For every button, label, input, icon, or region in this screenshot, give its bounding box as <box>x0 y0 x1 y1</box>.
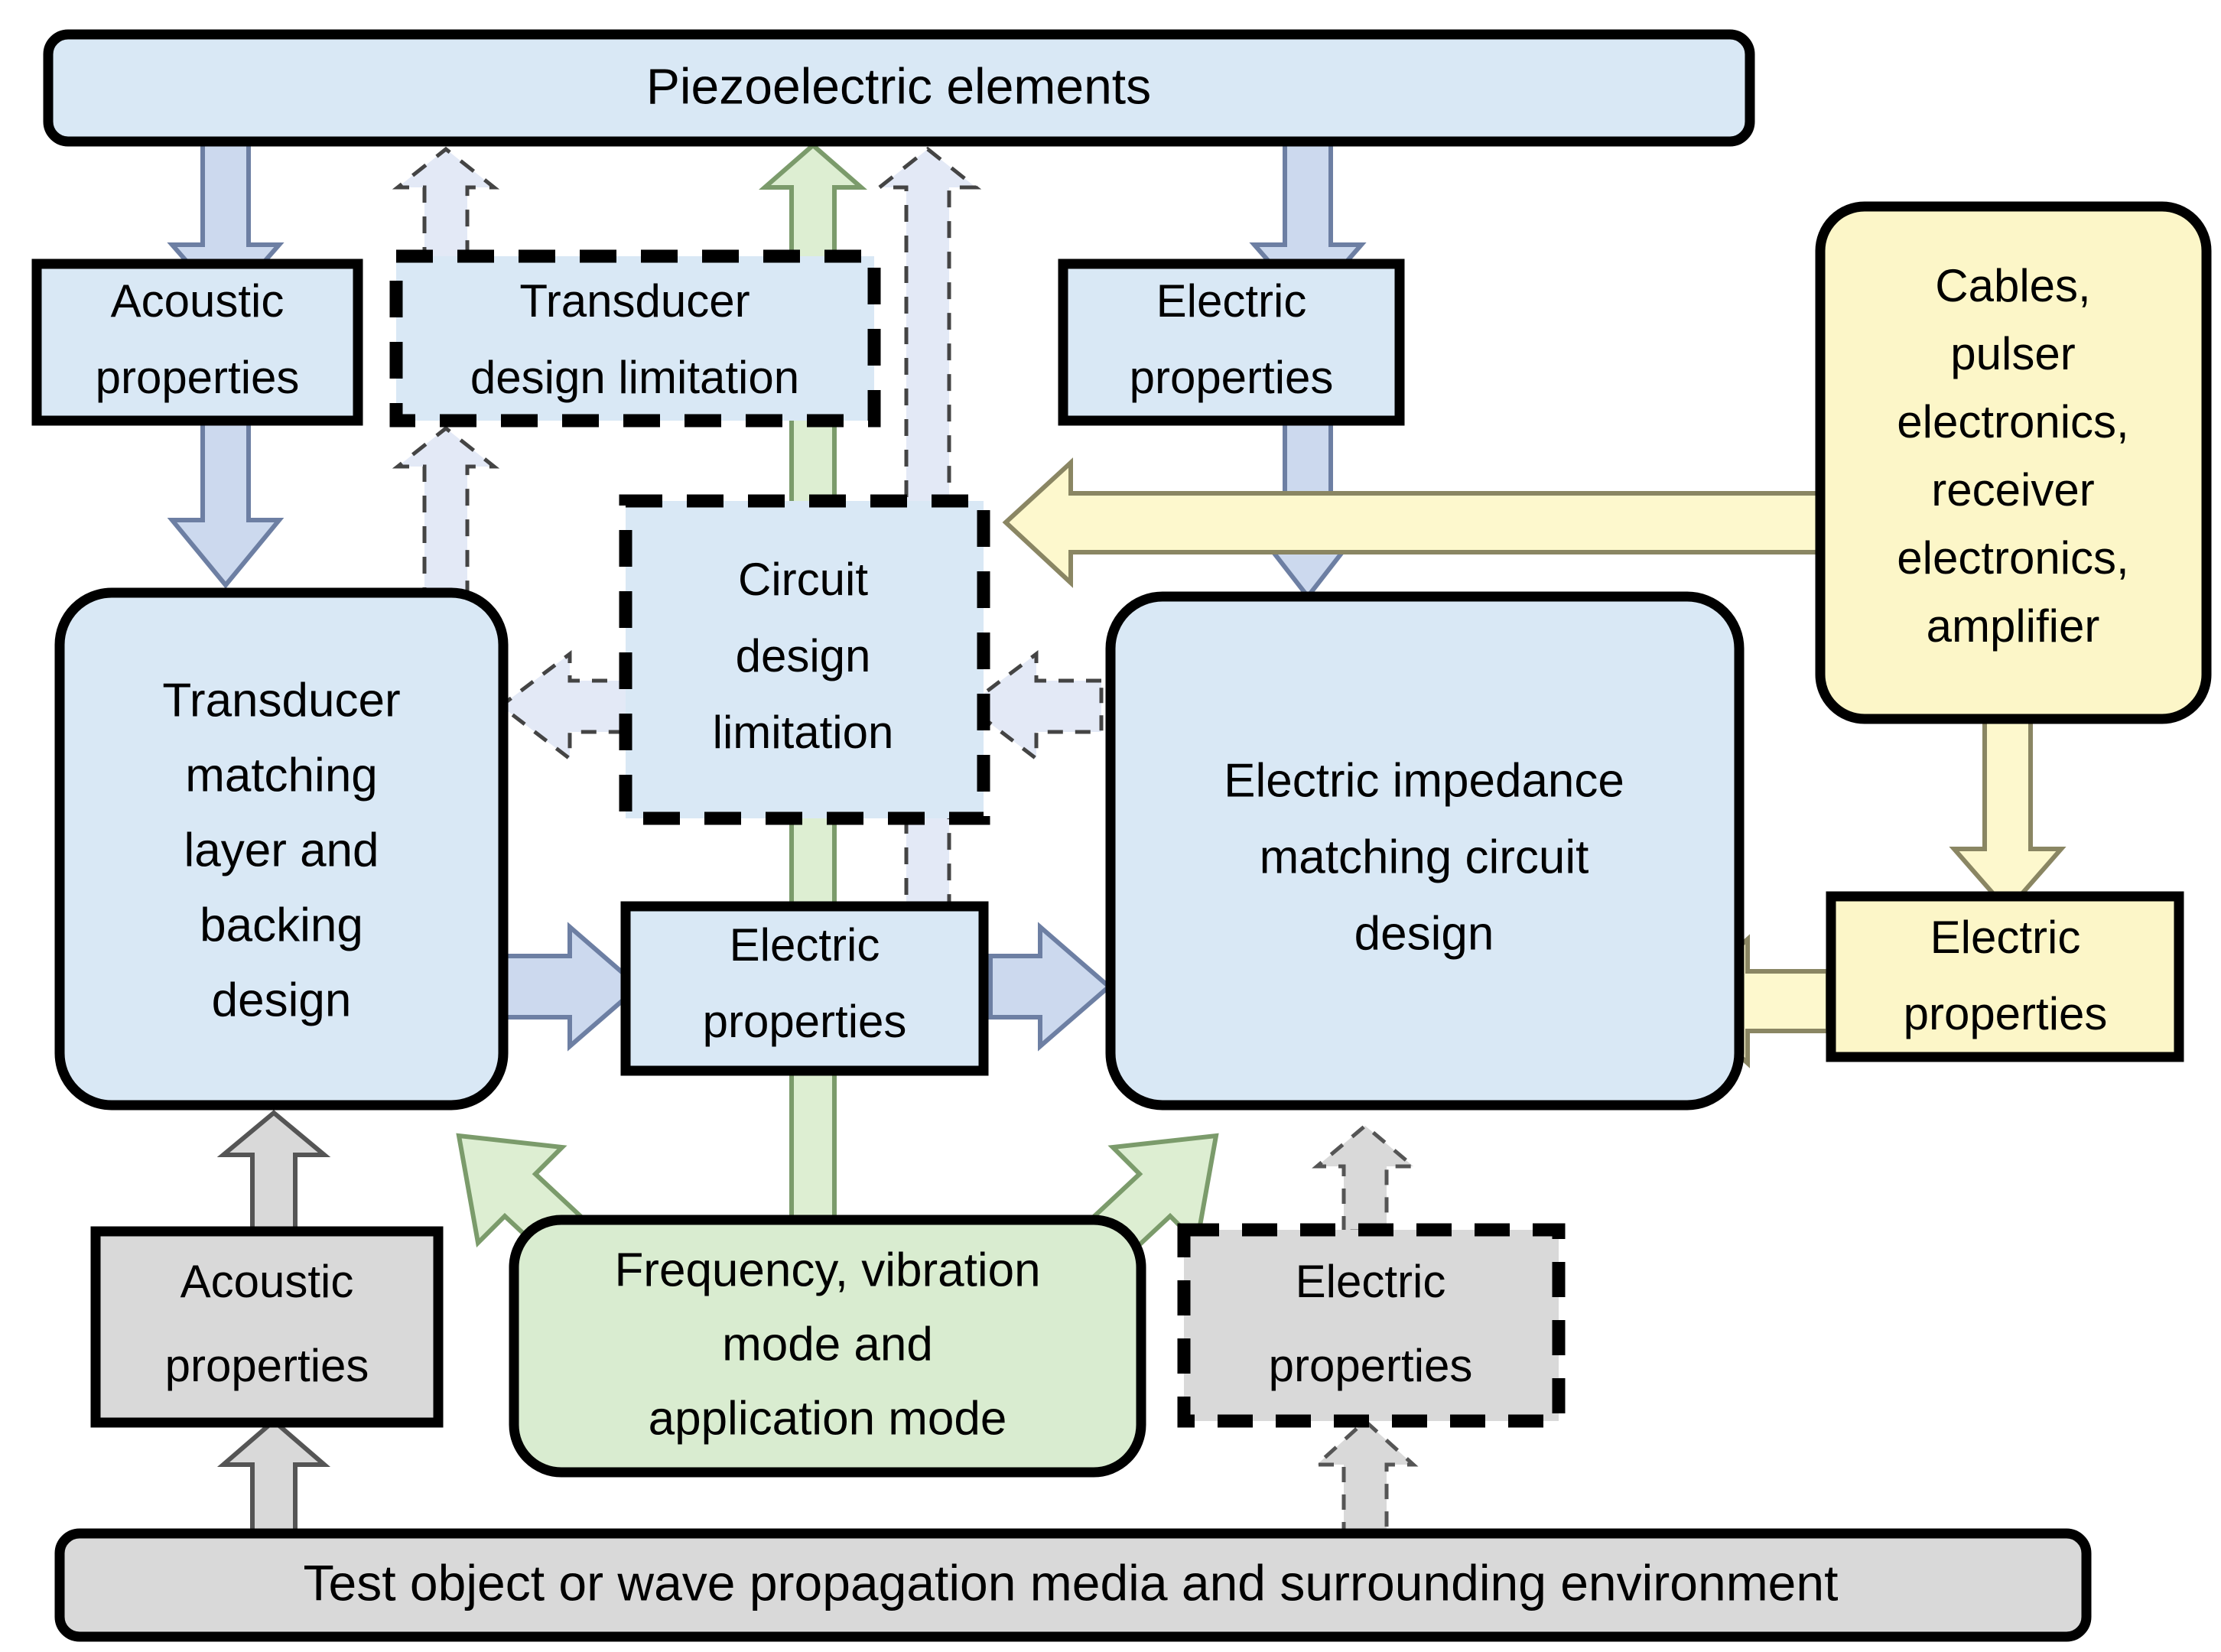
node-acoustic-properties-bottom[interactable]: Acoustic properties <box>90 1226 444 1428</box>
node-frequency-vibration-application-mode[interactable]: Frequency, vibration mode and applicatio… <box>509 1215 1146 1478</box>
node-electric-properties-middle[interactable]: Electric properties <box>620 901 989 1076</box>
frequency-label-line1: Frequency, vibration <box>614 1244 1040 1296</box>
node-test-object-media-environment[interactable]: Test object or wave propagation media an… <box>54 1528 2092 1642</box>
arrow-cables-to-circuit-limitation <box>1002 457 1823 588</box>
test-object-label: Test object or wave propagation media an… <box>304 1554 1839 1611</box>
acoustic-properties-bottom-label-line1: Acoustic <box>180 1256 354 1307</box>
arrow-cables-to-electric-right <box>1949 717 2067 914</box>
node-transducer-matching-layer-backing-design[interactable]: Transducer matching layer and backing de… <box>54 587 509 1111</box>
arrow-acoustic-top-to-transducer-matching <box>167 418 285 589</box>
transducer-matching-label-line4: backing <box>200 899 363 951</box>
frequency-label-line2: mode and <box>722 1318 933 1371</box>
frequency-label-line3: application mode <box>649 1392 1007 1445</box>
circuit-design-limitation-label-line2: design <box>736 630 871 681</box>
electric-properties-right-label-line2: properties <box>1904 988 2108 1039</box>
node-electric-impedance-matching-circuit-design[interactable]: Electric impedance matching circuit desi… <box>1105 591 1745 1111</box>
electric-properties-top-label-line1: Electric <box>1156 275 1307 327</box>
node-cables-pulser-electronics[interactable]: Cables, pulser electronics, receiver ele… <box>1815 201 2212 724</box>
cables-label-line5: electronics, <box>1897 532 2128 584</box>
piezoelectric-elements-label: Piezoelectric elements <box>646 57 1151 114</box>
transducer-matching-label-line1: Transducer <box>162 674 400 727</box>
node-transducer-design-limitation[interactable]: Transducer design limitation <box>389 249 881 428</box>
transducer-design-limitation-label-line2: design limitation <box>470 352 799 403</box>
electric-impedance-label-line2: matching circuit <box>1260 831 1589 883</box>
transducer-matching-label-line2: matching <box>185 749 378 802</box>
electric-properties-top-label-line2: properties <box>1130 352 1334 403</box>
cables-label-line3: electronics, <box>1897 396 2128 447</box>
cables-label-line6: amplifier <box>1927 600 2100 652</box>
circuit-design-limitation-label-line1: Circuit <box>738 554 868 605</box>
arrow-test-object-to-electric-bottom <box>1312 1418 1419 1540</box>
electric-impedance-label-line1: Electric impedance <box>1224 754 1624 807</box>
electric-impedance-label-line3: design <box>1354 907 1494 960</box>
arrow-transducer-limitation-to-piezo <box>392 146 500 266</box>
node-electric-properties-top[interactable]: Electric properties <box>1058 259 1405 426</box>
transducer-matching-label-line5: design <box>212 974 352 1026</box>
arrow-test-object-to-acoustic-bottom <box>216 1418 331 1540</box>
arrow-circuit-limitation-to-transducer-matching <box>497 649 637 763</box>
circuit-design-limitation-label-line3: limitation <box>713 707 894 758</box>
acoustic-properties-top-label-line2: properties <box>96 352 300 403</box>
transducer-design-limitation-label-line1: Transducer <box>519 275 750 327</box>
arrow-transducer-matching-to-electric-mid <box>502 922 642 1052</box>
node-electric-properties-right[interactable]: Electric properties <box>1826 891 2184 1062</box>
electric-properties-right-label-line1: Electric <box>1930 912 2081 963</box>
electric-properties-middle-label-line2: properties <box>703 996 907 1047</box>
node-acoustic-properties-top[interactable]: Acoustic properties <box>31 259 363 426</box>
node-piezoelectric-elements[interactable]: Piezoelectric elements <box>43 29 1755 147</box>
electric-properties-middle-label-line1: Electric <box>730 919 880 971</box>
node-circuit-design-limitation[interactable]: Circuit design limitation <box>619 494 990 825</box>
arrow-transducer-matching-to-limitation <box>392 425 500 606</box>
arrow-electric-bottom-to-impedance <box>1312 1123 1419 1234</box>
cables-label-line2: pulser <box>1950 328 2075 379</box>
node-electric-properties-bottom[interactable]: Electric properties <box>1177 1223 1566 1428</box>
cables-label-line1: Cables, <box>1935 260 2090 311</box>
transducer-matching-label-line3: layer and <box>184 824 379 876</box>
arrow-acoustic-bottom-to-transducer-matching <box>216 1110 331 1234</box>
acoustic-properties-bottom-label-line2: properties <box>165 1340 369 1391</box>
arrow-impedance-to-circuit-limitation <box>964 649 1104 763</box>
cables-label-line4: receiver <box>1931 464 2094 515</box>
electric-properties-bottom-label-line2: properties <box>1269 1340 1473 1391</box>
electric-properties-bottom-label-line1: Electric <box>1296 1256 1446 1307</box>
acoustic-properties-top-label-line1: Acoustic <box>111 275 285 327</box>
arrow-electric-mid-to-impedance <box>988 922 1113 1052</box>
